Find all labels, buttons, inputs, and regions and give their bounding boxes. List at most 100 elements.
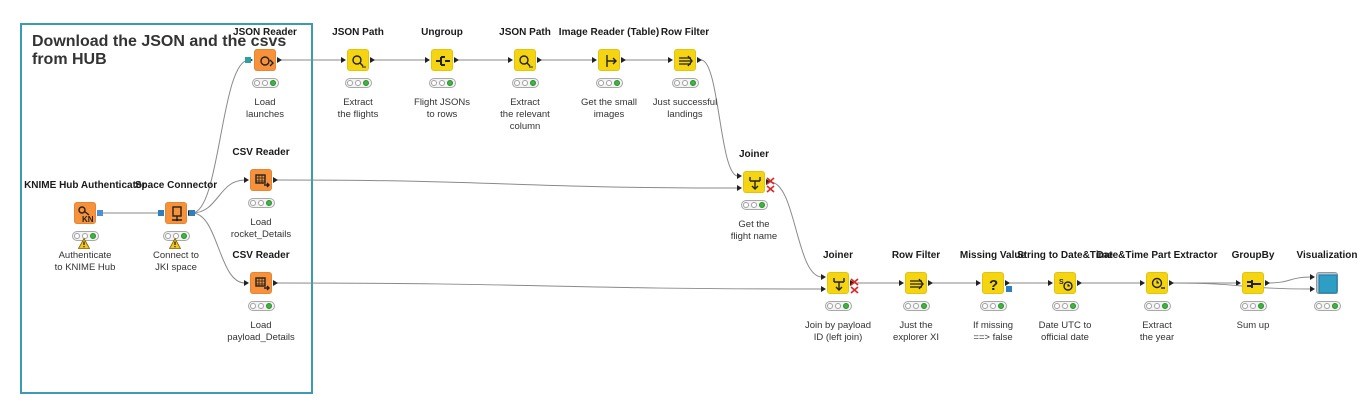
space-connector-icon[interactable] xyxy=(165,202,187,224)
ungroup-icon[interactable] xyxy=(431,49,453,71)
node-title[interactable]: String to Date&Time xyxy=(1017,250,1113,261)
warning-icon[interactable] xyxy=(168,236,182,254)
input-port-arrow[interactable] xyxy=(899,280,904,286)
connection[interactable] xyxy=(276,282,823,290)
input-port-arrow[interactable] xyxy=(508,57,513,63)
node-label[interactable]: If missing==> false xyxy=(913,320,1073,344)
output-port[interactable] xyxy=(1077,280,1082,286)
node-title[interactable]: KNIME Hub Authenticator xyxy=(24,180,146,191)
node-label[interactable]: Sum up xyxy=(1173,320,1333,332)
csv-reader-icon[interactable] xyxy=(250,272,272,294)
node-title[interactable]: Joiner xyxy=(738,149,769,160)
input-port-arrow[interactable] xyxy=(244,177,249,183)
json-reader-icon[interactable] xyxy=(254,49,276,71)
output-port[interactable] xyxy=(697,57,702,63)
input-port-arrow[interactable] xyxy=(821,286,826,292)
node-title[interactable]: GroupBy xyxy=(1231,250,1275,261)
output-port[interactable] xyxy=(370,57,375,63)
node-title[interactable]: CSV Reader xyxy=(232,147,290,158)
warning-icon[interactable] xyxy=(77,236,91,254)
output-port[interactable] xyxy=(928,280,933,286)
node-title[interactable]: Date&Time Part Extractor xyxy=(1096,250,1218,261)
key-kn-icon[interactable]: KN xyxy=(74,202,96,224)
joiner-icon[interactable] xyxy=(827,272,849,294)
input-port-arrow[interactable] xyxy=(1048,280,1053,286)
string-to-date-icon[interactable]: S xyxy=(1054,272,1076,294)
node-title[interactable]: Image Reader (Table) xyxy=(558,27,660,38)
json-path-icon[interactable] xyxy=(347,49,369,71)
node-title[interactable]: Row Filter xyxy=(891,250,941,261)
output-port[interactable] xyxy=(1265,280,1270,286)
connection[interactable] xyxy=(1268,276,1312,284)
groupby-icon[interactable] xyxy=(1242,272,1264,294)
input-port-arrow[interactable] xyxy=(976,280,981,286)
question-icon[interactable]: ? xyxy=(982,272,1004,294)
connection-port[interactable] xyxy=(189,210,195,216)
connection[interactable] xyxy=(276,179,739,189)
node-missing-value[interactable]: Missing Value? If missing==> false xyxy=(913,250,1073,360)
input-port-arrow[interactable] xyxy=(341,57,346,63)
input-port-arrow[interactable] xyxy=(821,274,826,280)
node-title[interactable]: JSON Path xyxy=(332,27,384,38)
component-icon[interactable] xyxy=(1316,272,1338,294)
connection[interactable] xyxy=(191,179,246,214)
input-port-arrow[interactable] xyxy=(425,57,430,63)
input-port-arrow[interactable] xyxy=(1140,280,1145,286)
json-path-icon[interactable] xyxy=(514,49,536,71)
input-port-arrow[interactable] xyxy=(668,57,673,63)
output-port[interactable] xyxy=(1169,280,1174,286)
node-title[interactable]: Missing Value xyxy=(959,250,1027,261)
input-port-arrow[interactable] xyxy=(1236,280,1241,286)
connection[interactable] xyxy=(191,59,250,214)
input-port-arrow[interactable] xyxy=(737,173,742,179)
input-port-arrow[interactable] xyxy=(1310,286,1315,292)
input-port-arrow[interactable] xyxy=(244,280,249,286)
connection[interactable] xyxy=(769,181,823,278)
input-port-arrow[interactable] xyxy=(737,185,742,191)
node-title[interactable]: JSON Reader xyxy=(233,27,297,38)
connection-port[interactable] xyxy=(97,210,103,216)
output-port[interactable] xyxy=(454,57,459,63)
node-visualization[interactable]: Visualization xyxy=(1247,250,1370,360)
output-port[interactable] xyxy=(621,57,626,63)
connection[interactable] xyxy=(191,212,246,284)
output-port[interactable] xyxy=(273,177,278,183)
csv-reader-icon[interactable] xyxy=(250,169,272,191)
node-title[interactable]: JSON Path xyxy=(499,27,551,38)
output-port[interactable] xyxy=(1005,280,1010,286)
node-title[interactable]: Ungroup xyxy=(421,27,463,38)
output-port[interactable] xyxy=(273,280,278,286)
node-title[interactable]: Visualization xyxy=(1296,250,1358,261)
date-part-icon[interactable] xyxy=(1146,272,1168,294)
